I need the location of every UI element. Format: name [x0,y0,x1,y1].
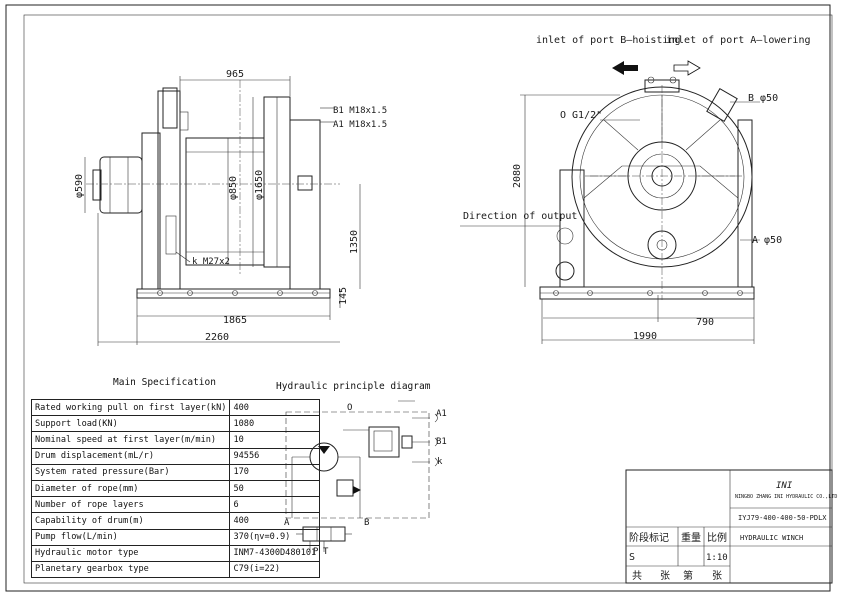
port-b-size-label: B φ50 [748,93,778,104]
hyd-t-label: T [323,547,329,557]
end-view-dimensions [460,94,760,344]
port-b1-label: B1 M18x1.5 [333,106,387,116]
spec-label: Planetary gearbox type [30,560,231,579]
spec-label: Capability of drum(m) [30,512,231,530]
spec-value: 170 [229,463,321,481]
port-a-size-label: A φ50 [752,235,782,246]
spec-value: 6 [229,496,321,514]
drawing-number: IYJ79-400-400-50-PDLX [738,514,827,522]
scale-value: 1:10 [706,553,728,563]
hoisting-arrow-icon [612,61,638,75]
hydraulic-diagram-title: Hydraulic principle diagram [276,381,431,392]
spec-value: 400 [229,512,321,530]
stage-value: S [629,552,635,563]
winch-side-view [86,80,340,299]
sheet-outer-border [5,4,831,592]
hyd-b-label: B [364,518,369,528]
hyd-k-label: k [437,457,443,467]
spec-value: 10 [229,431,321,449]
sheet-total-label: 共 [632,570,642,582]
hyd-a1-label: A1 [436,409,447,419]
hyd-b1-label: B1 [436,437,447,447]
dim-590: φ590 [74,174,85,198]
table-row: Capability of drum(m)400 [30,512,321,530]
lowering-arrow-icon [673,60,701,76]
spec-label: Drum displacement(mL/r) [30,447,231,465]
winch-end-view [539,76,755,300]
table-row: Rated working pull on first layer(kN)400 [30,398,321,417]
table-row: Pump flow(L/min)370(ηv=0.9) [30,528,321,546]
spec-value: INM7-4300D480101 [229,544,321,562]
title-block [625,469,833,584]
spec-label: Rated working pull on first layer(kN) [30,398,231,417]
port-b-label: inlet of port B—hoisting [536,35,681,46]
dim-1350: 1350 [349,230,360,254]
spec-table: Rated working pull on first layer(kN)400… [30,398,321,579]
table-row: Nominal speed at first layer(m/min)10 [30,431,321,449]
drawing-name: HYDRAULIC WINCH [740,534,803,542]
company-name: NINGBO ZHANG INI HYDRAULIC CO.,LTD [735,494,837,500]
weight-header: 重量 [681,531,701,544]
spec-title: Main Specification [113,377,216,388]
spec-label: Hydraulic motor type [30,544,231,562]
company-logo: INI [776,481,793,491]
spec-value: 94556 [229,447,321,465]
dim-790: 790 [696,317,714,328]
dim-1650: φ1650 [254,170,265,200]
scale-header: 比例 [707,531,727,544]
sheet-inner-border [23,14,833,584]
port-k-label: k M27x2 [192,257,230,267]
sheet-number-label: 第 [683,569,693,582]
spec-label: Support load(KN) [30,415,231,433]
port-a-label: inlet of port A—lowering [666,35,811,46]
spec-value: 400 [229,398,321,417]
spec-value: 370(ηv=0.9) [229,528,321,546]
side-view-dimensions [84,76,361,346]
dim-850: φ850 [228,176,239,200]
spec-value: 50 [229,479,321,498]
dim-1865: 1865 [223,315,247,326]
direction-label: Direction of output [463,211,577,222]
spec-label: Diameter of rope(mm) [30,479,231,498]
dim-2260: 2260 [205,332,229,343]
table-row: Drum displacement(mL/r)94556 [30,447,321,465]
table-row: Diameter of rope(mm)50 [30,479,321,498]
port-o-label: O G1/2" [560,110,602,121]
table-row: System rated pressure(Bar)170 [30,463,321,481]
spec-value: C79(i=22) [229,560,321,579]
hyd-o-label: O [347,403,352,413]
dim-965: 965 [226,69,244,80]
spec-label: Nominal speed at first layer(m/min) [30,431,231,449]
spec-label: Pump flow(L/min) [30,528,231,546]
stage-mark-header: 阶段标记 [629,531,669,544]
dim-2080: 2080 [512,164,523,188]
rotation-arrows [612,60,701,76]
spec-label: System rated pressure(Bar) [30,463,231,481]
spec-label: Number of rope layers [30,496,231,514]
port-a1-label: A1 M18x1.5 [333,120,387,130]
dim-145: 145 [338,287,349,305]
dim-1990: 1990 [633,331,657,342]
spec-value: 1080 [229,415,321,433]
sheet-total-unit: 张 [660,570,670,582]
table-row: Support load(KN)1080 [30,415,321,433]
sheet-number-unit: 张 [712,570,722,582]
